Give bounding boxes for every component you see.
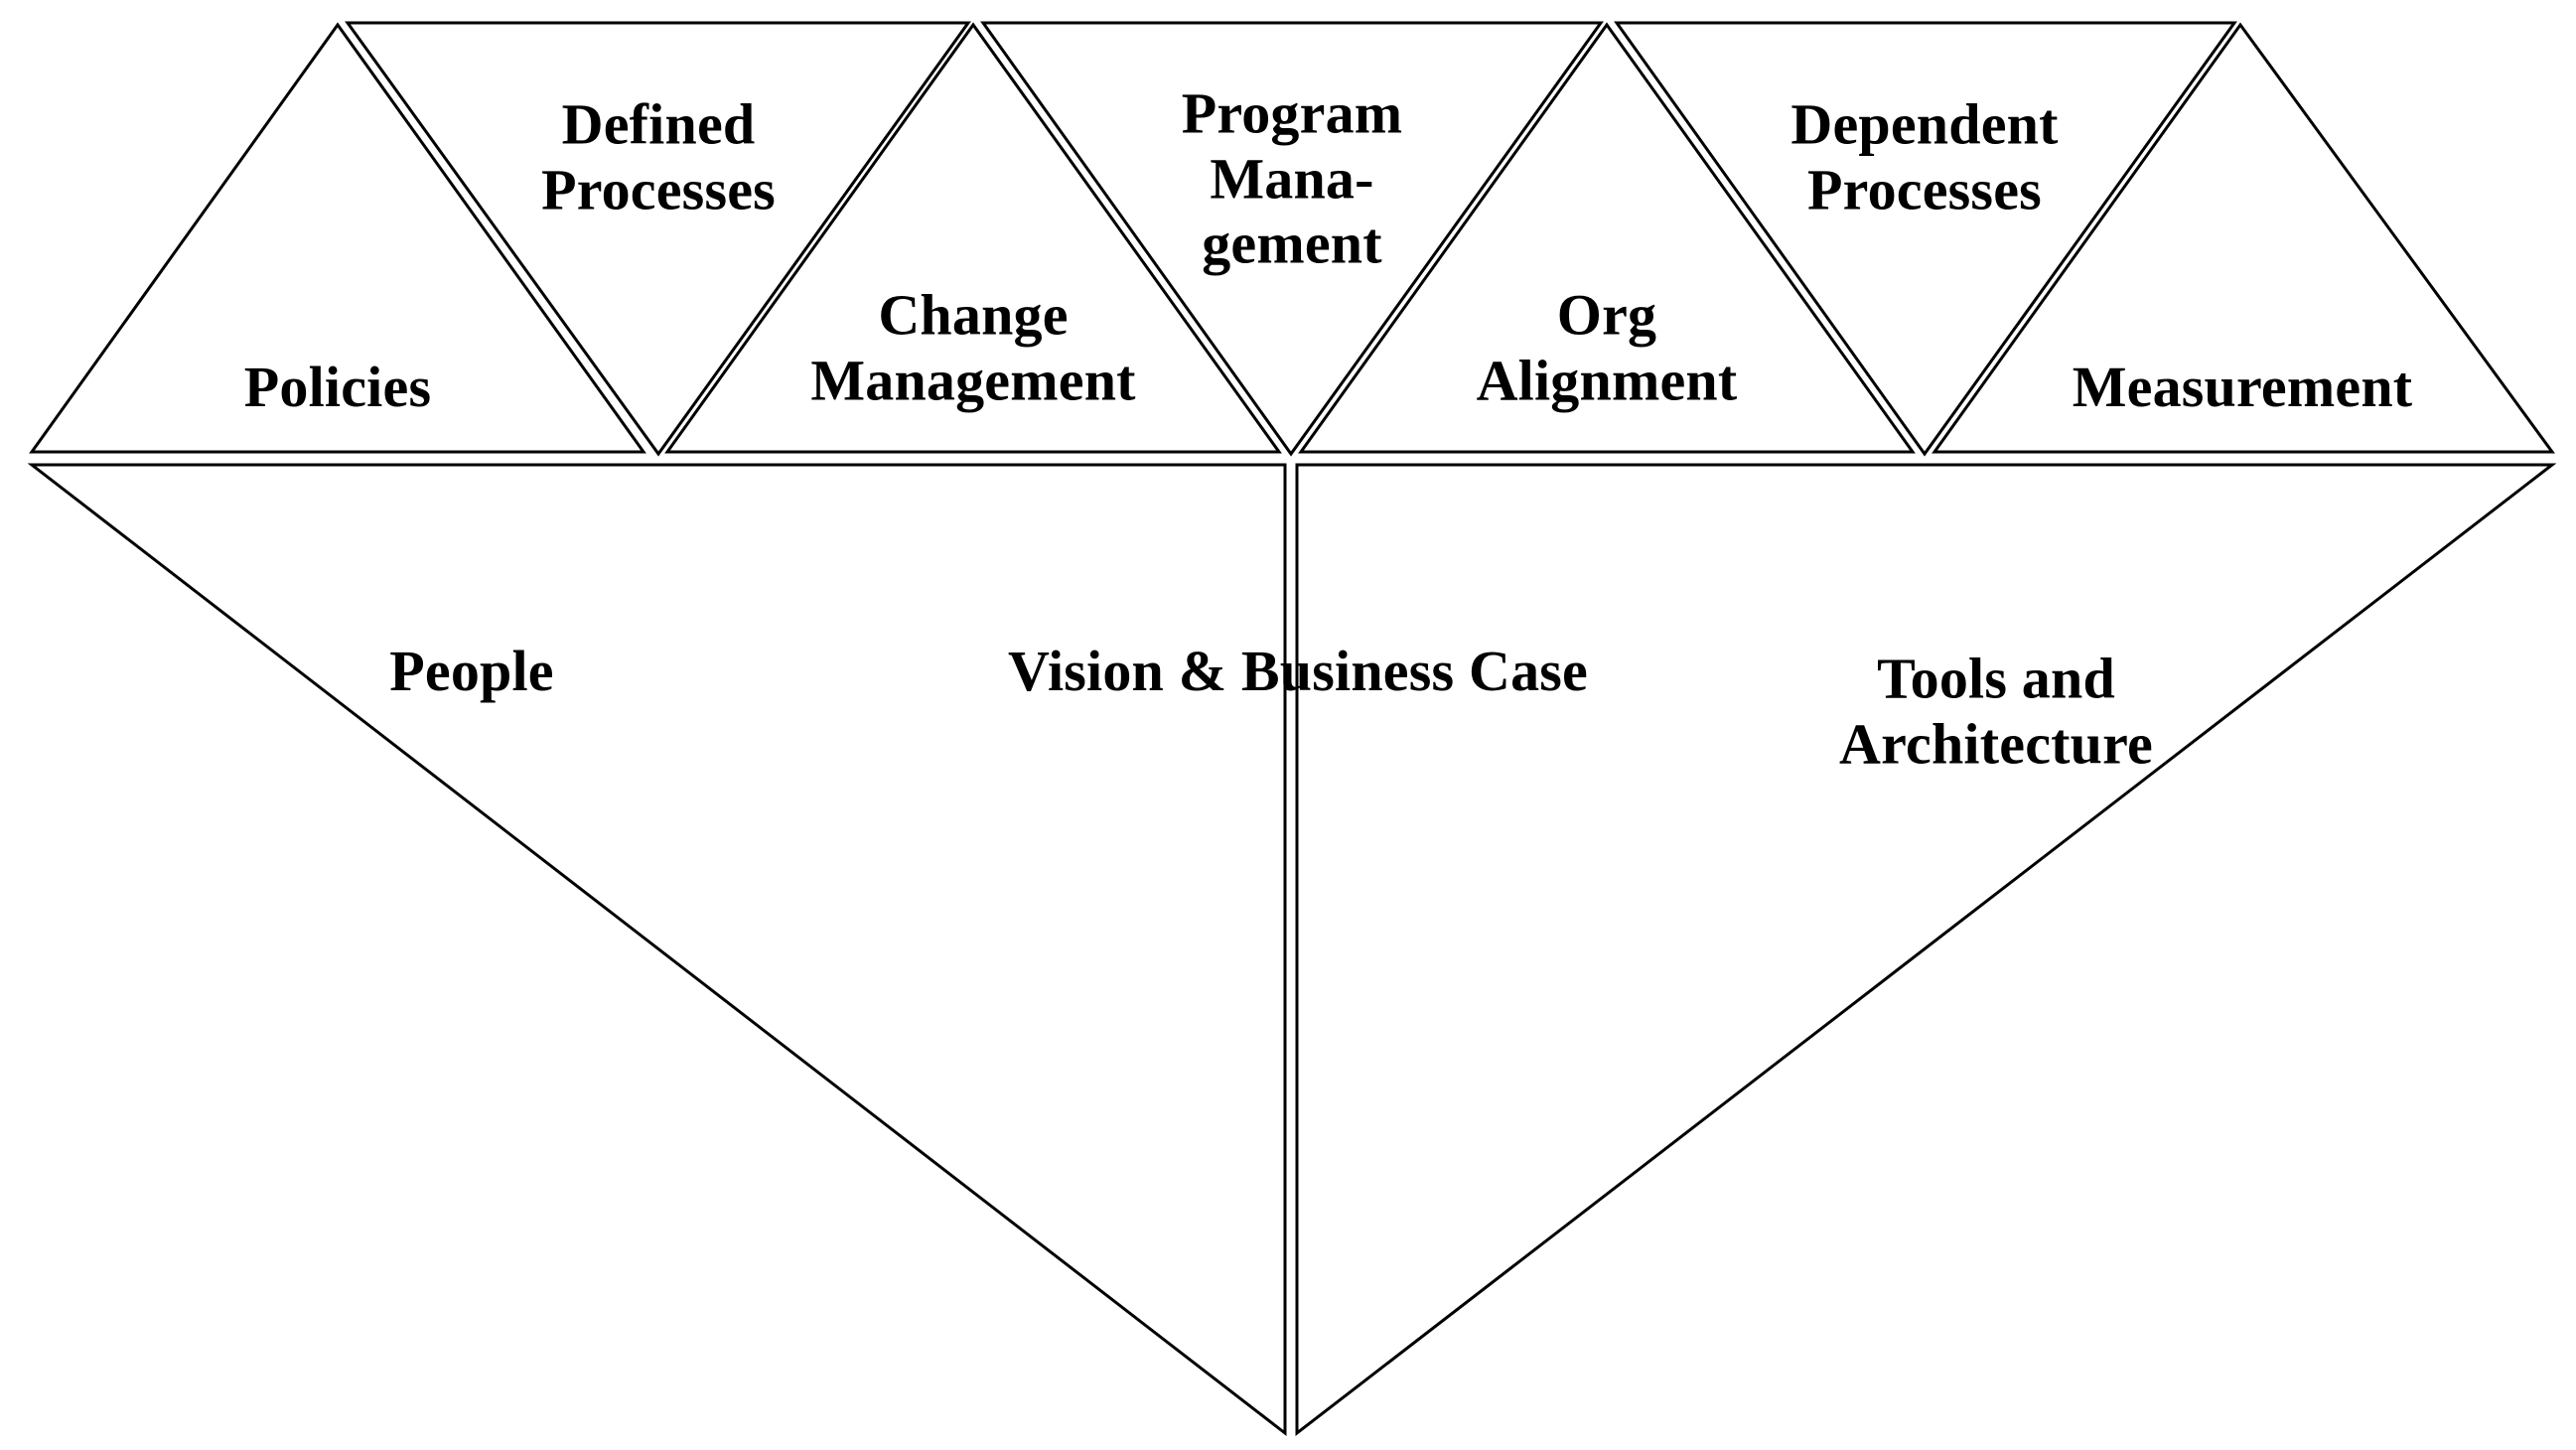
facet-shape-change-management[interactable] bbox=[664, 22, 1282, 454]
facet-shape-org-alignment[interactable] bbox=[1298, 22, 1916, 454]
facet-shape-measurement[interactable] bbox=[1932, 22, 2555, 454]
facet-shape-policies[interactable] bbox=[29, 22, 646, 454]
facet-shape-program-management[interactable] bbox=[980, 21, 1604, 457]
facet-shape-people[interactable] bbox=[27, 463, 1287, 1437]
facet-shape-dependent-processes[interactable] bbox=[1614, 21, 2237, 457]
facet-shape-defined-processes[interactable] bbox=[345, 21, 971, 457]
facet-shape-vision-business-case[interactable] bbox=[1295, 463, 2557, 1437]
